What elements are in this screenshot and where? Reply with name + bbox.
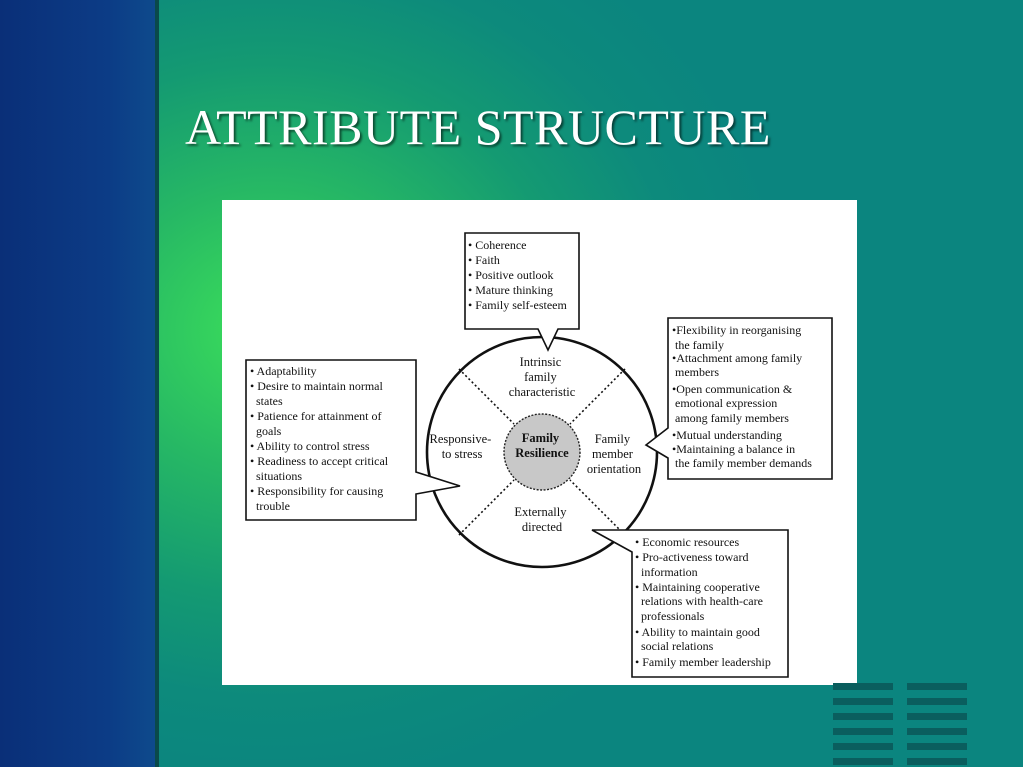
deco-bar <box>833 728 893 735</box>
deco-bar <box>833 683 893 690</box>
divider-top-right <box>569 368 626 425</box>
divider-bottom-right <box>569 479 626 536</box>
deco-bar <box>907 728 967 735</box>
deco-bar <box>907 758 967 765</box>
external-list: • Economic resources • Pro-activeness to… <box>222 200 786 669</box>
divider-top-left <box>458 368 515 425</box>
deco-bar <box>833 743 893 750</box>
quadrant-label-top: Intrinsic family characteristic <box>509 355 576 399</box>
deco-bar <box>907 713 967 720</box>
callout-external <box>591 529 789 678</box>
callout-orientation <box>644 317 833 480</box>
center-label: Family Resilience <box>515 431 569 460</box>
band-divider <box>155 0 159 767</box>
deco-bar <box>907 683 967 690</box>
deco-bar <box>833 698 893 705</box>
intrinsic-list: • Coherence • Faith • Positive outlook •… <box>468 238 568 312</box>
deco-bar <box>907 743 967 750</box>
quadrant-label-right: Family member orientation <box>587 432 642 476</box>
diagram-panel: Family Resilience Intrinsic family chara… <box>222 200 857 685</box>
stress-list: • Adaptability • Desire to maintain norm… <box>222 200 409 513</box>
callout-intrinsic <box>464 232 580 352</box>
left-blue-band <box>0 0 155 767</box>
quadrant-label-bottom: Externally directed <box>514 505 569 534</box>
orientation-list: •Flexibility in reorganising the family … <box>222 200 827 470</box>
callout-stress <box>245 359 461 521</box>
deco-bar <box>907 698 967 705</box>
divider-bottom-left <box>458 479 515 536</box>
center-circle <box>503 413 581 491</box>
deco-bar <box>833 758 893 765</box>
family-resilience-diagram: Family Resilience Intrinsic family chara… <box>222 200 833 678</box>
deco-bar <box>833 713 893 720</box>
slide-title: ATTRIBUTE STRUCTURE <box>185 99 771 155</box>
decorative-bars <box>833 683 973 767</box>
quadrant-label-left: Responsive- to stress <box>430 432 495 461</box>
